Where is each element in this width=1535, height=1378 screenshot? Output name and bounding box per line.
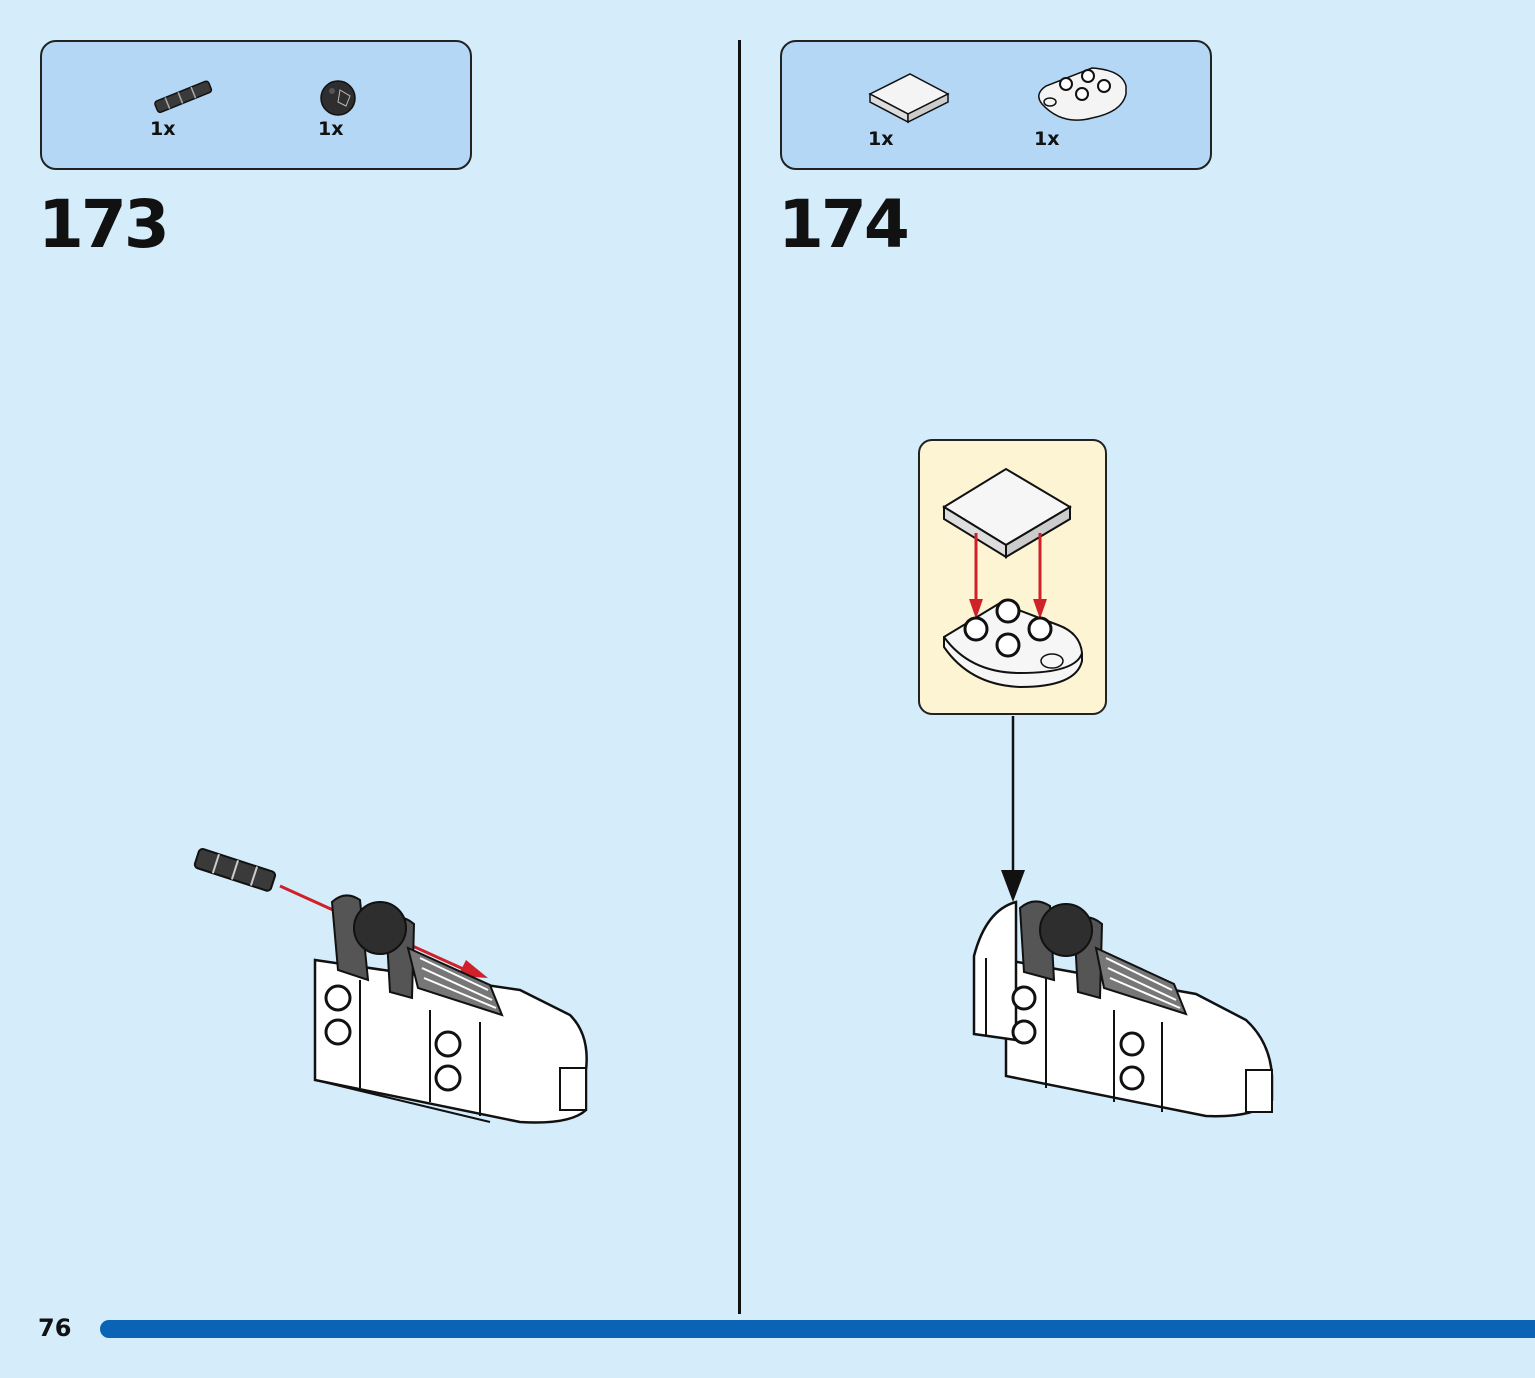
page-divider xyxy=(738,40,741,1314)
assembly-arrow-black xyxy=(1001,716,1025,902)
part-qty: 1x xyxy=(150,118,176,140)
bar-holder-icon xyxy=(193,848,277,892)
white-tile-2x2-icon xyxy=(942,467,1072,559)
parts-box-step-173: 1x 1x xyxy=(40,40,472,170)
step-174-model-illustration xyxy=(972,900,1274,1118)
sub-assembly-callout xyxy=(918,439,1107,715)
step-number-174: 174 xyxy=(778,186,910,263)
white-vehicle-body xyxy=(972,900,1274,1118)
callout-illustration xyxy=(942,467,1083,689)
page-number: 76 xyxy=(38,1314,72,1342)
black-ball-joint-icon xyxy=(320,80,356,116)
white-rounded-plate-icon xyxy=(943,598,1083,689)
white-rounded-plate-icon xyxy=(1038,67,1127,121)
bar-holder-icon xyxy=(154,80,213,114)
step-number-173: 173 xyxy=(38,186,170,263)
white-tile-2x2-icon xyxy=(868,73,950,124)
assembly-arrow-red xyxy=(969,533,1047,619)
part-qty: 1x xyxy=(318,118,344,140)
part-qty: 1x xyxy=(1034,128,1060,150)
part-qty: 1x xyxy=(868,128,894,150)
step-173-model-illustration xyxy=(193,848,588,1124)
white-vehicle-body xyxy=(313,894,588,1124)
progress-bar xyxy=(100,1320,1535,1338)
parts-box-step-174: 1x 1x xyxy=(780,40,1212,170)
